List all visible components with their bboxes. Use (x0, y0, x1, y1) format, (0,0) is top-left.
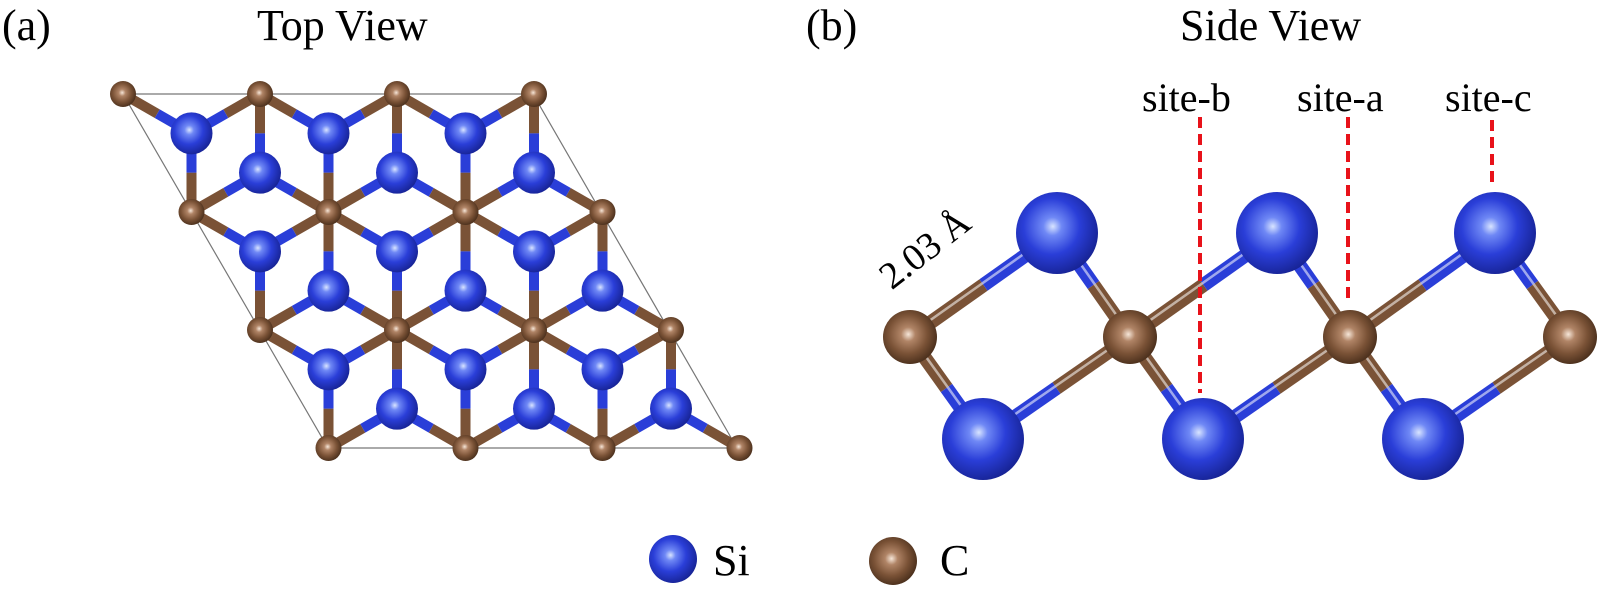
c-atom (658, 317, 684, 343)
si-atom (239, 151, 281, 194)
c-atom (1543, 310, 1597, 364)
side-view-atoms (883, 192, 1597, 480)
c-atom (315, 435, 342, 461)
top-view-atoms (110, 81, 753, 461)
c-atom (315, 199, 342, 225)
legend-atoms (649, 535, 917, 585)
si-atom (307, 348, 350, 391)
c-atom (726, 435, 753, 461)
si-atom (942, 398, 1024, 480)
si-atom (444, 112, 487, 155)
si-atom (581, 348, 624, 391)
si-atom (376, 151, 418, 194)
panel-b-label: (b) (806, 1, 858, 50)
si-atom (170, 112, 213, 155)
c-atom (589, 199, 616, 225)
si-atom (307, 269, 350, 312)
unit-cell-outline (121, 93, 739, 449)
si-atom (376, 230, 418, 273)
c-atom (178, 199, 205, 225)
c-atom (883, 310, 937, 364)
side-view-title: Side View (1180, 1, 1362, 50)
si-atom (581, 269, 624, 312)
c-atom (247, 317, 273, 343)
adsorption-site-lines (1198, 117, 1494, 393)
c-atom (452, 435, 479, 461)
si-atom (239, 230, 281, 273)
c-atom (247, 81, 273, 107)
site-c-label: site-c (1445, 75, 1532, 120)
si-atom (513, 151, 555, 194)
c-atom (1323, 310, 1377, 364)
si-atom (444, 269, 487, 312)
c-atom (452, 199, 479, 225)
si-atom (1162, 398, 1244, 480)
top-view-title: Top View (257, 1, 428, 50)
si-atom (1016, 192, 1098, 274)
c-atom (1103, 310, 1157, 364)
panel-a-label: (a) (2, 1, 51, 50)
site-a-label: site-a (1297, 75, 1384, 120)
si-atom (1236, 192, 1318, 274)
c-atom (384, 317, 410, 343)
unit-cell-boundary (121, 93, 739, 449)
legend-c-ball (869, 537, 917, 585)
legend-c-label: C (940, 536, 970, 585)
si-atom (650, 387, 692, 430)
si-atom (1382, 398, 1464, 480)
site-b-label: site-b (1142, 75, 1231, 120)
si-atom (307, 112, 350, 155)
c-atom (521, 81, 547, 107)
c-atom (110, 81, 136, 107)
c-atom (589, 435, 616, 461)
si-atom (1454, 192, 1536, 274)
c-atom (384, 81, 410, 107)
si-atom (376, 387, 418, 430)
legend-si-label: Si (713, 536, 750, 585)
legend-si-ball (649, 535, 697, 583)
si-atom (444, 348, 487, 391)
c-atom (521, 317, 547, 343)
si-atom (513, 387, 555, 430)
si-atom (513, 230, 555, 273)
top-view-bonds (120, 89, 742, 453)
